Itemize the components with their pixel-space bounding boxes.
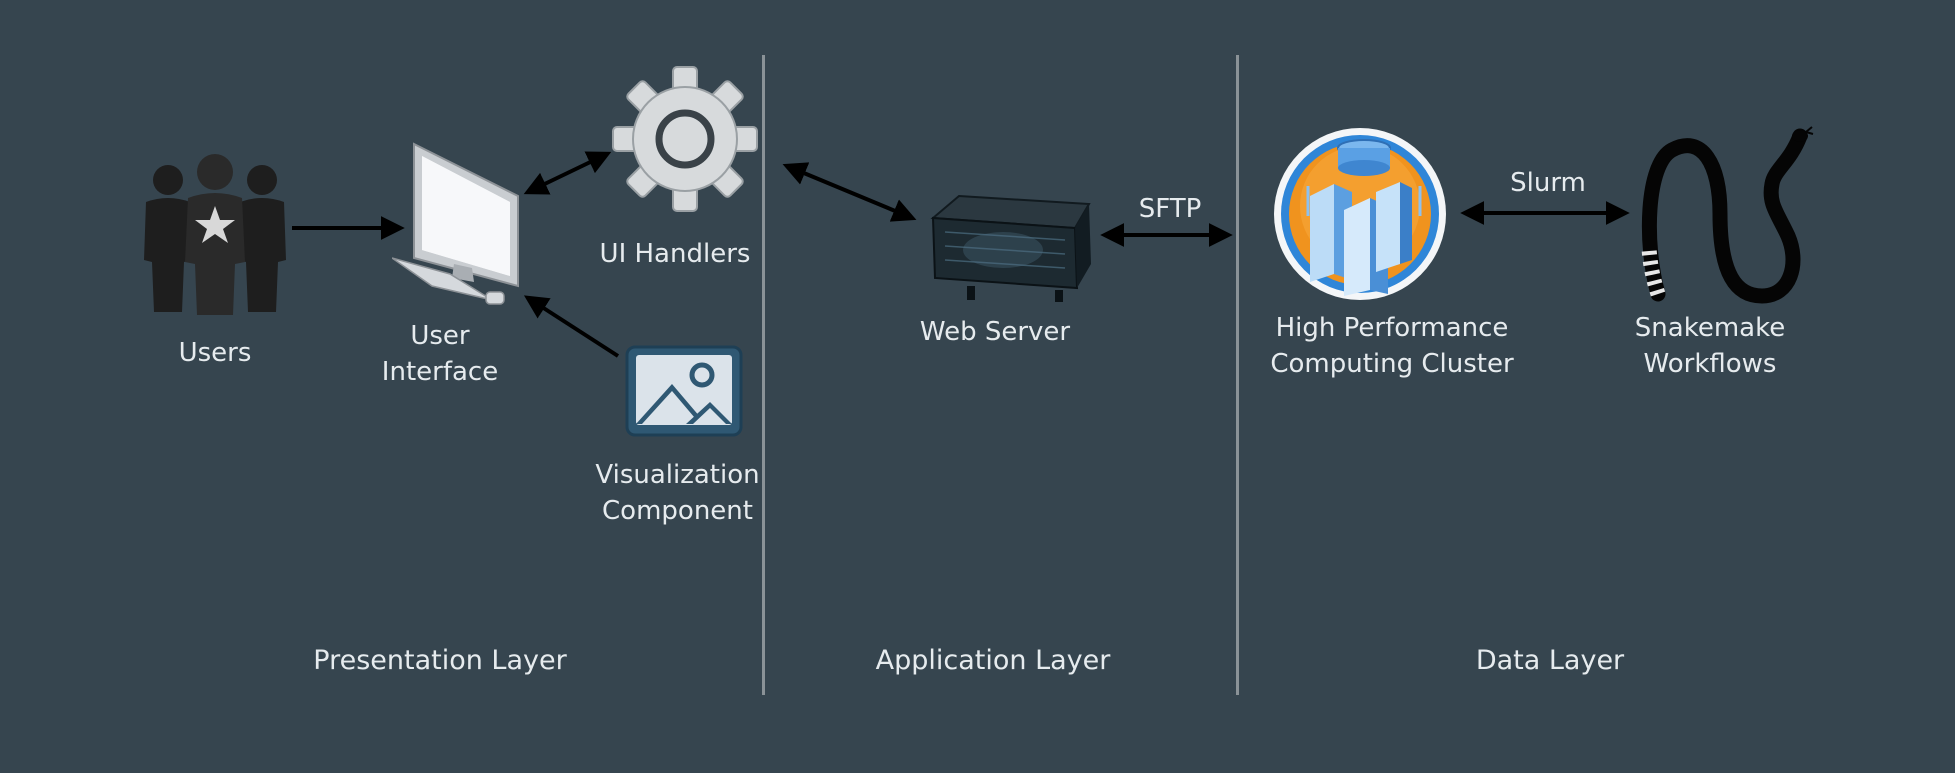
sftp-label: SFTP	[1138, 194, 1202, 224]
gear-icon	[612, 66, 758, 216]
snakemake-label-line1: Snakemake	[1634, 313, 1786, 343]
web-server-label: Web Server	[919, 317, 1071, 347]
layer-divider-right	[1236, 55, 1239, 695]
users-group-icon	[138, 150, 292, 319]
arrow-handlers-webserver	[782, 162, 917, 222]
layer-divider-left	[762, 55, 765, 695]
snakemake-label-line2: Workflows	[1643, 349, 1777, 379]
data-layer-label: Data Layer	[1475, 645, 1625, 676]
presentation-layer-label: Presentation Layer	[313, 645, 567, 676]
slurm-label: Slurm	[1510, 168, 1586, 198]
hpc-label-line2: Computing Cluster	[1270, 349, 1514, 379]
visualization-label-line1: Visualization	[595, 460, 760, 490]
image-icon	[624, 344, 744, 442]
user-interface-label-line2: Interface	[381, 357, 499, 387]
ui-handlers-label: UI Handlers	[599, 239, 751, 269]
computer-monitor-icon	[391, 140, 522, 319]
snake-icon	[1640, 124, 1815, 308]
user-interface-label-line1: User	[410, 321, 470, 351]
visualization-label-line2: Component	[602, 496, 753, 526]
arrow-visualization-to-ui	[523, 295, 620, 358]
application-layer-label: Application Layer	[875, 645, 1111, 676]
hpc-cluster-icon	[1272, 126, 1448, 306]
users-label: Users	[178, 338, 252, 368]
hpc-label-line1: High Performance	[1275, 313, 1509, 343]
server-icon	[925, 192, 1093, 308]
star-icon	[195, 206, 235, 243]
arrow-ui-handlers	[523, 151, 612, 195]
